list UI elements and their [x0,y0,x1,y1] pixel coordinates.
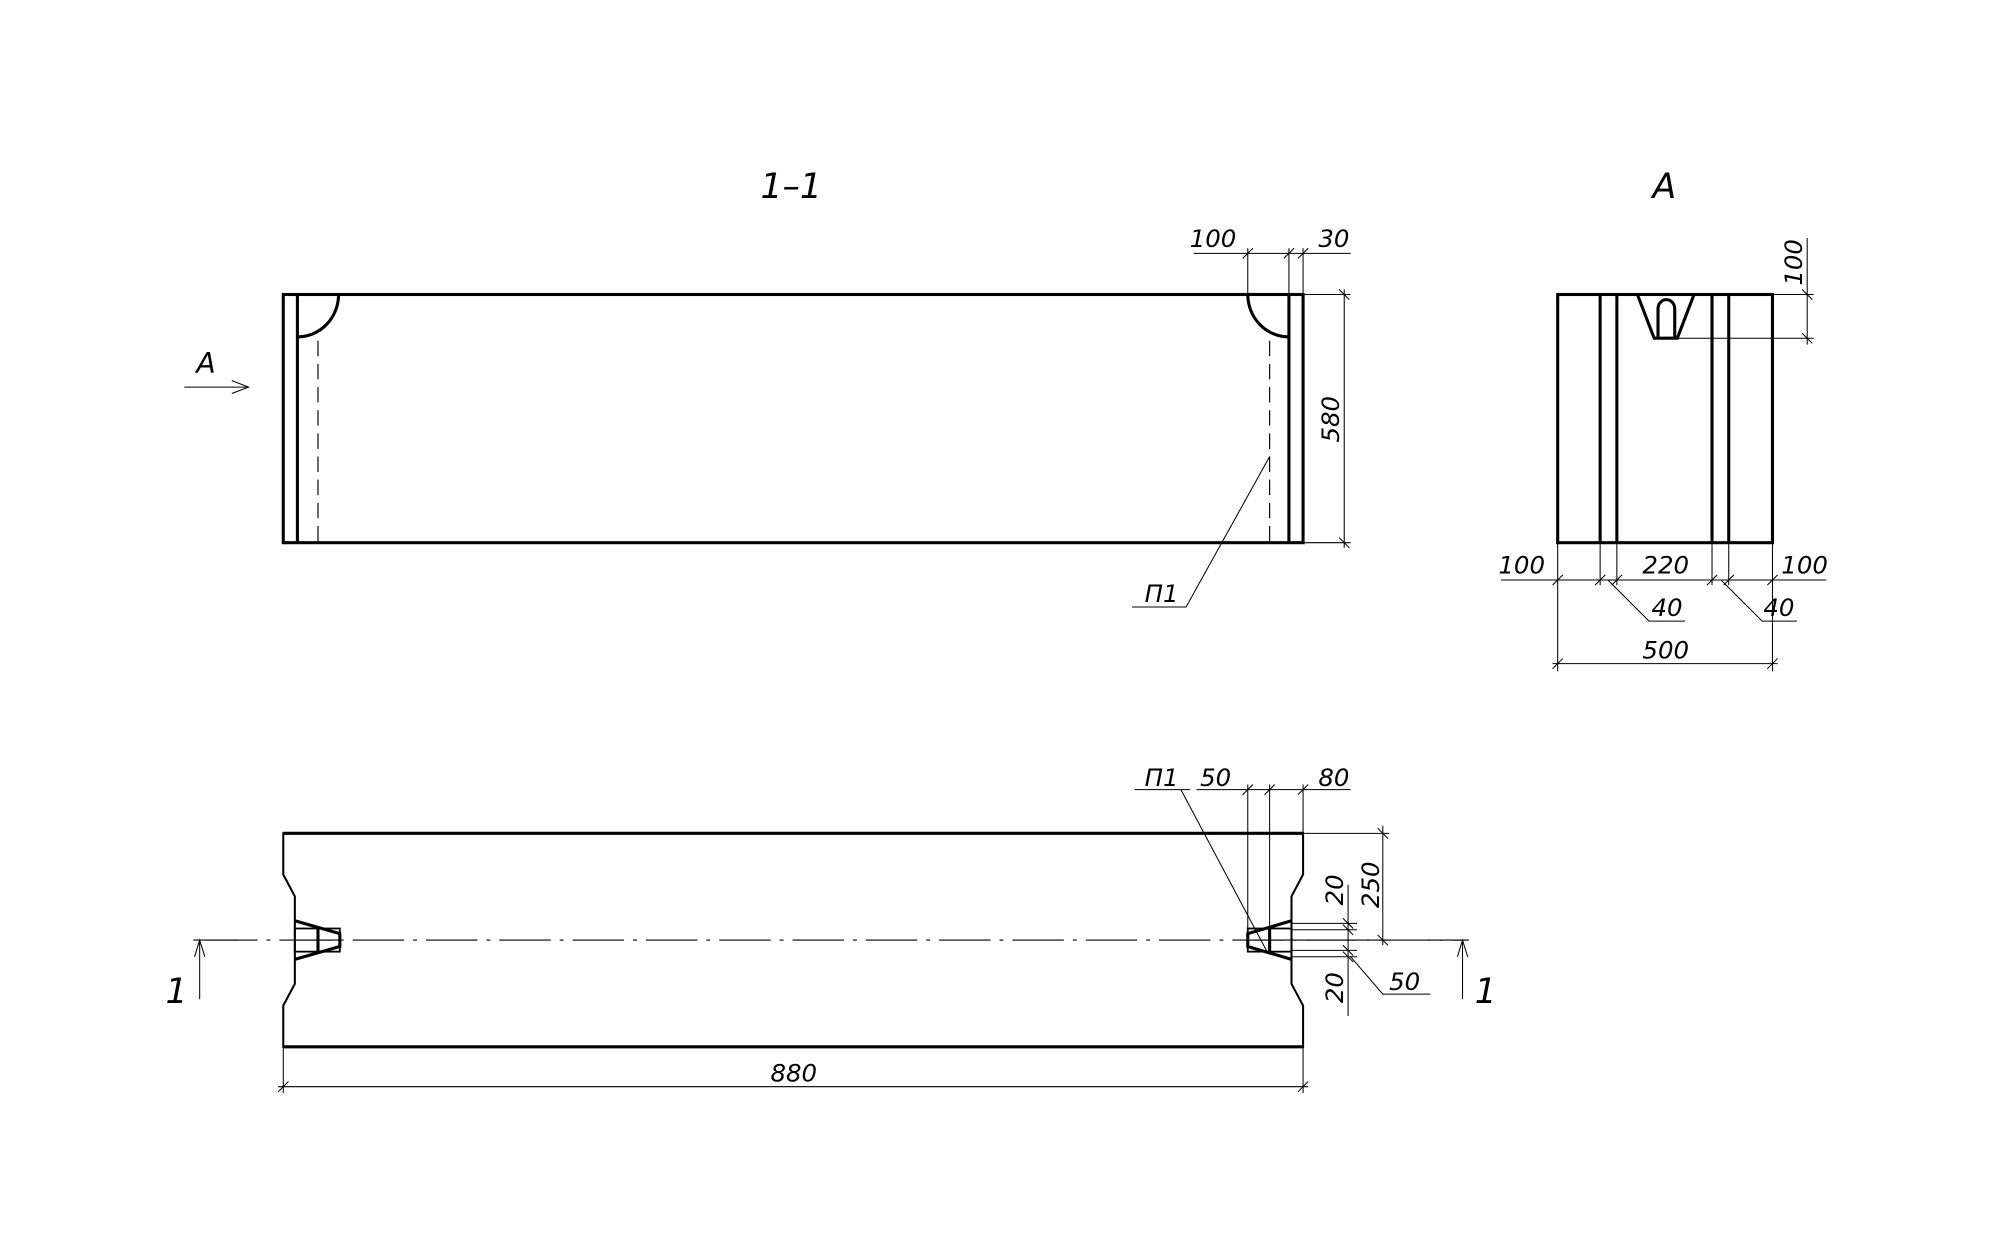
section-marker-right: 1 [1427,938,1497,1012]
lifting-loop [1656,298,1677,339]
section-title: 1–1 [760,167,822,207]
dim-100-label: 100 [1190,224,1237,253]
dim-500-label: 500 [1642,635,1689,664]
dim-250: 250 [1291,825,1390,946]
view-a-outline [1556,292,1775,545]
dim-p1-50-80: П1 50 80 [1134,763,1351,952]
section-1-1: 1–1 А 100 30 [184,167,1351,608]
dim-880-label: 880 [770,1059,817,1088]
section-outline [281,292,1305,545]
dim-80-label: 80 [1318,763,1349,792]
section-mark-left-label: 1 [165,972,187,1012]
dim-40-left-label: 40 [1651,593,1682,622]
left-corner-arc [297,294,341,339]
dim-50-leader-label: 50 [1389,967,1420,996]
dim-250-label: 250 [1356,861,1385,908]
dim-40-right-label: 40 [1763,593,1794,622]
section-mark-right-label: 1 [1475,972,1497,1012]
dim-100-left-label: 100 [1498,551,1545,580]
dim-220-label: 220 [1642,551,1689,580]
right-corner-arc [1246,294,1289,339]
dim-100-right-label: 100 [1781,551,1828,580]
dim-100-top-label: 100 [1779,239,1808,286]
section-marker-left: 1 [165,938,239,1012]
dim-580: 580 [1303,288,1351,549]
dim-580-label: 580 [1316,396,1345,443]
dim-880: 880 [277,1046,1309,1094]
view-a: А 100 100 [1498,167,1828,672]
dim-100-30: 100 30 [1190,224,1351,295]
plan-leader-p1-label: П1 [1145,763,1179,792]
view-arrow-label: А [194,347,215,380]
dim-20-top-label: 20 [1320,874,1349,905]
dim-20-20-50: 20 20 50 [1291,874,1431,1016]
left-connector [293,919,342,961]
view-a-title: А [1651,167,1677,207]
dim-chain-bottom: 100 220 100 40 40 500 [1498,542,1828,672]
dim-50-label: 50 [1200,763,1231,792]
plan-view: 1 1 П1 50 80 250 [165,763,1497,1094]
dim-20-bottom-label: 20 [1320,972,1349,1003]
dim-100-top: 100 [1677,237,1814,345]
view-arrow-icon [184,380,250,394]
leader-p1-label: П1 [1145,579,1179,608]
dim-30-label: 30 [1318,224,1349,253]
leader-p1: П1 [1132,456,1271,608]
